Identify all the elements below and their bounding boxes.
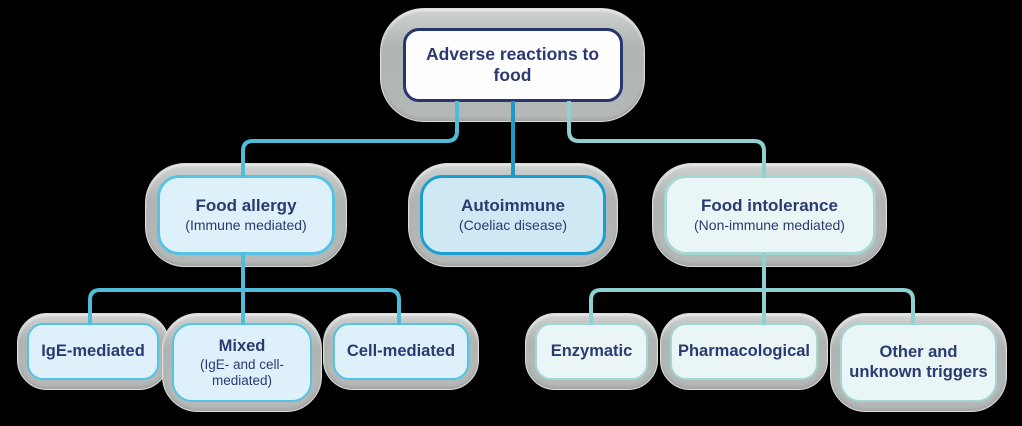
node-food-allergy-box: Food allergy (Immune mediated)	[157, 175, 335, 255]
node-label: Food allergy	[195, 196, 297, 216]
node-other-unknown-triggers: Other and unknown triggers	[830, 313, 1007, 412]
node-food-allergy: Food allergy (Immune mediated)	[145, 163, 347, 267]
node-label: Food intolerance	[701, 196, 838, 216]
node-label: Autoimmune	[461, 196, 565, 216]
node-label: Enzymatic	[550, 341, 633, 360]
node-label: Mixed	[218, 336, 266, 355]
node-food-intolerance: Food intolerance (Non-immune mediated)	[652, 163, 887, 267]
connector-allergy-children-rail	[88, 288, 401, 325]
node-autoimmune-box: Autoimmune (Coeliac disease)	[420, 175, 606, 255]
node-other-unknown-triggers-box: Other and unknown triggers	[840, 323, 997, 402]
node-sublabel: (Non-immune mediated)	[694, 217, 845, 234]
node-label: IgE-mediated	[41, 341, 145, 360]
node-pharmacological: Pharmacological	[660, 313, 828, 390]
node-label: Adverse reactions to food	[425, 44, 600, 85]
node-label: Cell-mediated	[346, 341, 456, 360]
connector-root-food-allergy	[241, 101, 459, 177]
node-mixed: Mixed (IgE- and cell-mediated)	[162, 313, 322, 412]
node-adverse-reactions-box: Adverse reactions to food	[402, 28, 623, 102]
node-label: Pharmacological	[677, 341, 811, 360]
node-enzymatic: Enzymatic	[525, 313, 658, 390]
node-mixed-box: Mixed (IgE- and cell-mediated)	[172, 323, 312, 402]
node-label: Other and unknown triggers	[849, 343, 988, 381]
node-ige-mediated-box: IgE-mediated	[27, 323, 159, 380]
connector-root-food-intolerance	[567, 101, 766, 177]
node-pharmacological-box: Pharmacological	[670, 323, 818, 380]
node-sublabel: (Immune mediated)	[185, 217, 307, 234]
node-food-intolerance-box: Food intolerance (Non-immune mediated)	[663, 175, 876, 255]
node-autoimmune: Autoimmune (Coeliac disease)	[408, 163, 618, 267]
node-enzymatic-box: Enzymatic	[535, 323, 648, 380]
connector-intolerance-children-rail	[589, 288, 915, 325]
node-sublabel: (IgE- and cell-mediated)	[199, 357, 285, 388]
node-adverse-reactions: Adverse reactions to food	[380, 8, 645, 122]
node-ige-mediated: IgE-mediated	[17, 313, 169, 390]
node-sublabel: (Coeliac disease)	[458, 217, 568, 234]
